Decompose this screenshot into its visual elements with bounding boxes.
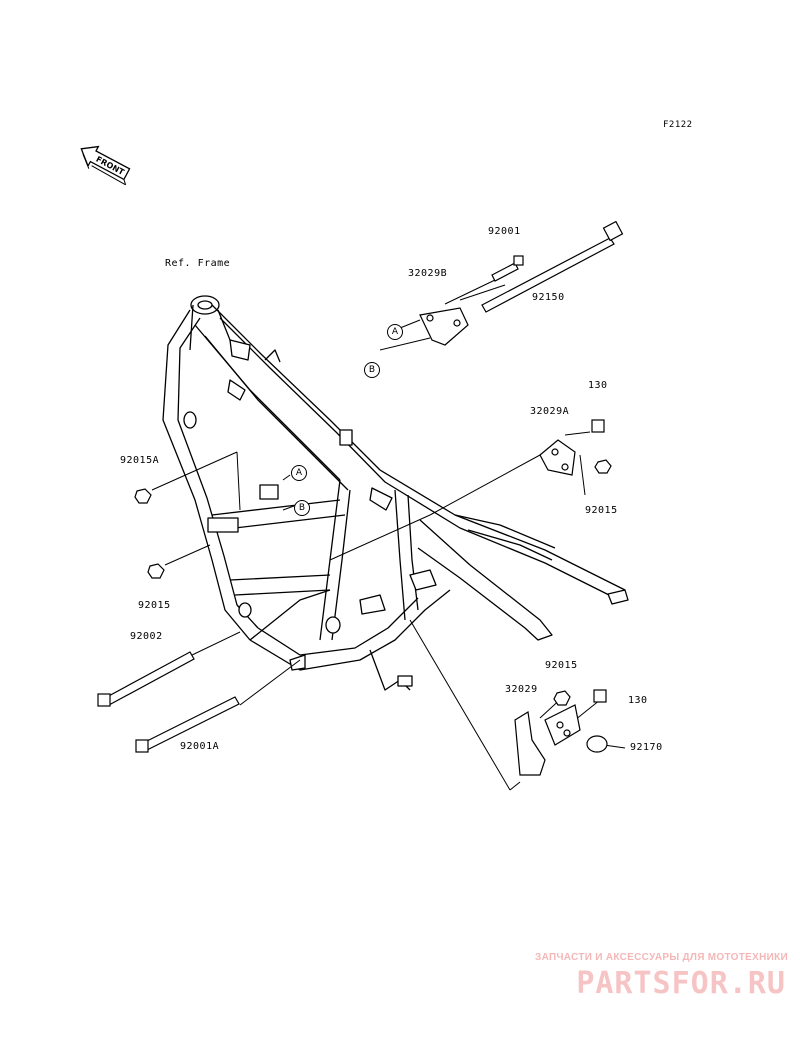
bracket-32029 <box>514 711 546 776</box>
watermark-logo: PARTSFOR.RU <box>576 966 786 1001</box>
bolt-92150 <box>481 237 615 313</box>
callout-b-left: B <box>294 500 310 516</box>
part-label-92001: 92001 <box>488 226 521 237</box>
part-label-92015A: 92015A <box>120 455 160 466</box>
bolt-92001 <box>491 262 519 282</box>
part-label-32029: 32029 <box>505 684 538 695</box>
callout-a-top: A <box>387 324 403 340</box>
part-label-92015-right: 92015 <box>585 505 618 516</box>
part-label-32029A: 32029A <box>530 406 570 417</box>
part-label-92015-bottom: 92015 <box>545 660 578 671</box>
part-label-92001A: 92001A <box>180 741 220 752</box>
watermark-tagline: ЗАПЧАСТИ И АКСЕССУАРЫ ДЛЯ МОТОТЕХНИКИ <box>535 952 788 963</box>
part-label-92170: 92170 <box>630 742 663 753</box>
figure-id: F2122 <box>663 120 693 130</box>
bracket-32029A <box>539 439 576 476</box>
callout-b-top: B <box>364 362 380 378</box>
part-label-130-bottom: 130 <box>628 695 648 706</box>
bracket-32029B <box>419 307 469 346</box>
bolt-92002 <box>104 651 195 706</box>
part-label-130-top: 130 <box>588 380 608 391</box>
front-arrow-icon: FRONT <box>80 145 131 186</box>
part-label-92015-left: 92015 <box>138 600 171 611</box>
part-label-32029B: 32029B <box>408 268 448 279</box>
callout-a-left: A <box>291 465 307 481</box>
part-label-92002: 92002 <box>130 631 163 642</box>
motorcycle-frame <box>162 295 629 691</box>
ring-92170 <box>586 735 608 753</box>
part-label-92150: 92150 <box>532 292 565 303</box>
ref-frame-label: Ref. Frame <box>165 258 231 269</box>
hardware <box>97 220 624 776</box>
